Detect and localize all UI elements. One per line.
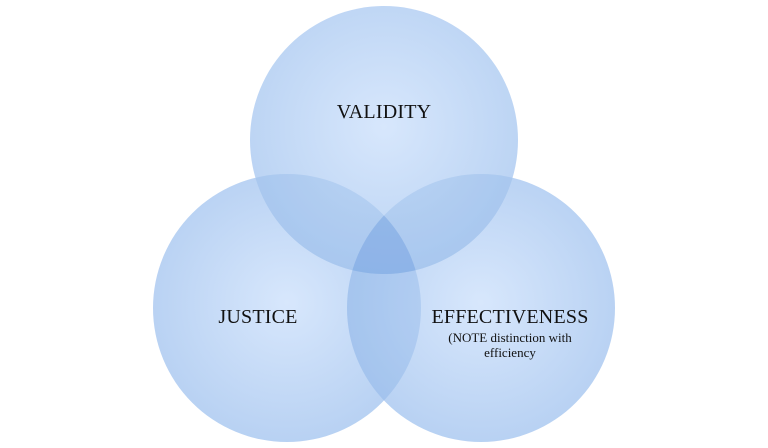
label-effectiveness: EFFECTIVENESS bbox=[431, 306, 589, 328]
label-effectiveness-note: (NOTE distinction with efficiency bbox=[448, 330, 572, 360]
label-justice: JUSTICE bbox=[218, 306, 298, 328]
circle-validity bbox=[250, 6, 518, 274]
label-validity: VALIDITY bbox=[336, 101, 432, 123]
overlap-validity-justice bbox=[250, 174, 421, 274]
overlap-validity-effectiveness bbox=[347, 174, 518, 274]
